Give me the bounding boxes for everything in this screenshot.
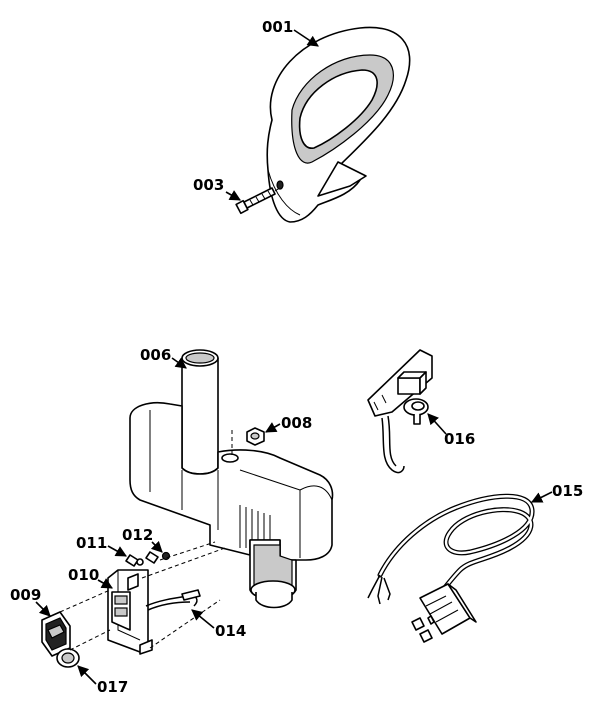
callout-009: 009 [10,586,51,617]
assembly-guide-lines [59,541,226,651]
label-006: 006 [140,346,171,364]
label-003: 003 [193,176,224,194]
part-012-screw [145,551,171,564]
part-011-screw [125,554,144,567]
label-001: 001 [262,18,293,36]
callout-016: 016 [427,413,475,448]
callout-003: 003 [193,176,241,201]
part-015-power-cord [367,493,535,643]
label-016: 016 [444,430,475,448]
part-001-handle [266,26,411,223]
label-014: 014 [215,622,246,640]
label-017: 017 [97,678,128,696]
callout-001: 001 [262,18,319,47]
motor-housing [129,402,334,609]
label-010: 010 [68,566,99,584]
callout-008: 008 [265,414,312,433]
part-006-tube [181,349,219,475]
callout-015: 015 [530,482,583,503]
part-017-knob [56,648,80,668]
part-010-switch-plate [107,569,153,655]
label-008: 008 [281,414,312,432]
callout-012: 012 [122,526,163,553]
part-014-wire-harness [145,589,201,611]
part-008-nut [246,427,265,446]
callout-017: 017 [77,665,128,696]
part-016-switch-bracket [367,349,433,474]
label-015: 015 [552,482,583,500]
callout-011: 011 [76,534,127,557]
label-009: 009 [10,586,41,604]
label-011: 011 [76,534,107,552]
callout-010: 010 [68,566,113,589]
part-003-screw [235,186,282,215]
callout-006: 006 [140,346,187,369]
callout-014: 014 [191,609,246,640]
label-012: 012 [122,526,153,544]
